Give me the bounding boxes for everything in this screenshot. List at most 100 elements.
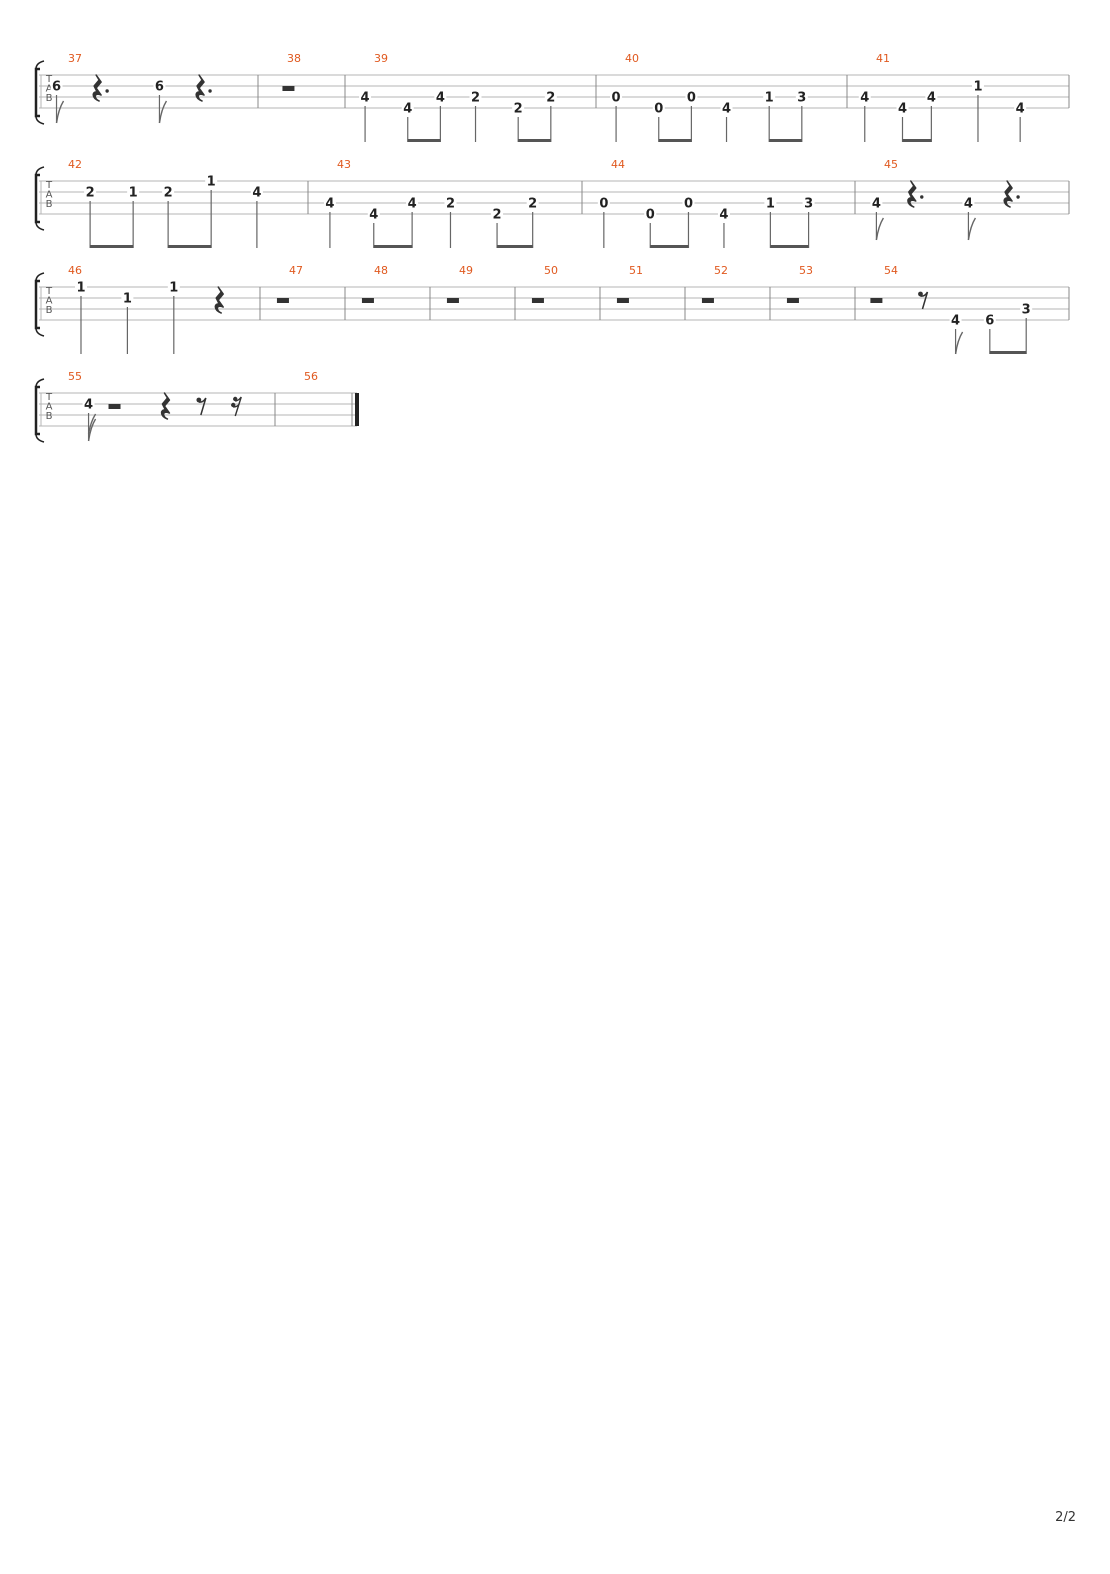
- fret-number: 0: [646, 208, 655, 223]
- measure-number: 46: [68, 264, 82, 277]
- fret-knockout: [153, 80, 166, 92]
- fret-knockout: [949, 314, 962, 326]
- fret-knockout: [167, 281, 180, 293]
- fret-number: 4: [951, 314, 960, 329]
- fret-number: 4: [403, 102, 412, 117]
- eighth-rest-head: [196, 397, 202, 403]
- fret-knockout: [858, 91, 871, 103]
- fret-number: 1: [129, 186, 138, 201]
- fret-knockout: [491, 208, 504, 220]
- fret-knockout: [1020, 303, 1033, 315]
- quarter-rest: [195, 74, 205, 102]
- fret-knockout: [401, 102, 414, 114]
- fret-number: 4: [436, 91, 445, 106]
- fret-knockout: [610, 91, 623, 103]
- measure-47: 47: [276, 264, 346, 320]
- note-flag: [55, 100, 65, 124]
- quarter-rest: [1003, 180, 1013, 208]
- fret-knockout: [795, 91, 808, 103]
- note-beam: [989, 351, 1027, 354]
- fret-knockout: [367, 208, 380, 220]
- note-beam: [769, 139, 802, 142]
- note-beam: [497, 245, 533, 248]
- fret-knockout: [250, 186, 263, 198]
- rest-dot: [1016, 195, 1020, 199]
- fret-knockout: [406, 197, 419, 209]
- fret-knockout: [685, 91, 698, 103]
- eighth-rest-stroke: [920, 291, 929, 310]
- quarter-rest: [92, 74, 102, 102]
- note-beam: [658, 139, 692, 142]
- half-rest: [108, 404, 121, 409]
- fret-number: 3: [804, 197, 813, 212]
- fret-knockout: [359, 91, 372, 103]
- measure-38: 38: [282, 52, 346, 108]
- tab-clef-letter: A: [46, 402, 53, 413]
- fret-number: 2: [164, 186, 173, 201]
- system-bracket: [34, 385, 40, 436]
- fret-knockout: [544, 91, 557, 103]
- measure-number: 38: [287, 52, 301, 65]
- fret-knockout: [896, 102, 909, 114]
- fret-knockout: [971, 80, 984, 92]
- fret-knockout: [925, 91, 938, 103]
- note-flag: [158, 100, 168, 124]
- page-number: 2/2: [1055, 1510, 1076, 1525]
- tab-clef-letter: T: [45, 392, 53, 403]
- fret-number: 2: [546, 91, 555, 106]
- fret-number: 0: [684, 197, 693, 212]
- eighth-rest-head: [918, 291, 923, 297]
- half-rest: [282, 86, 295, 91]
- note-beam: [518, 139, 551, 142]
- fret-knockout: [84, 186, 97, 198]
- note-flag: [954, 331, 964, 355]
- fret-number: 6: [155, 80, 164, 95]
- bracket-curl-top: [35, 166, 45, 176]
- fret-knockout: [121, 292, 134, 304]
- note-beam: [650, 245, 689, 248]
- fret-number: 4: [252, 186, 261, 201]
- measure-55: 554: [68, 370, 276, 442]
- fret-knockout: [444, 197, 457, 209]
- half-rest: [701, 298, 714, 303]
- fret-number: 6: [985, 314, 994, 329]
- fret-knockout: [764, 197, 777, 209]
- fret-number: 4: [722, 102, 731, 117]
- fret-knockout: [763, 91, 776, 103]
- fret-number: 1: [76, 281, 85, 296]
- note-beam: [407, 139, 441, 142]
- fret-number: 1: [973, 80, 982, 95]
- measure-48: 48: [361, 264, 431, 320]
- fret-number: 1: [207, 175, 216, 190]
- fret-number: 1: [123, 292, 132, 307]
- fret-knockout: [205, 175, 218, 187]
- fret-knockout: [127, 186, 140, 198]
- fret-knockout: [682, 197, 695, 209]
- note-flag: [967, 217, 977, 241]
- fret-number: 4: [872, 197, 881, 212]
- measure-number: 43: [337, 158, 351, 171]
- fret-knockout: [323, 197, 336, 209]
- bracket-curl-bottom: [35, 433, 45, 443]
- fret-knockout: [962, 197, 975, 209]
- measure-number: 48: [374, 264, 388, 277]
- sixteenth-rest-stroke: [233, 396, 242, 417]
- tab-clef-letter: B: [46, 305, 53, 316]
- quarter-rest: [214, 286, 224, 314]
- half-rest: [531, 298, 544, 303]
- fret-knockout: [469, 91, 482, 103]
- bracket-curl-top: [35, 272, 45, 282]
- fret-number: 2: [446, 197, 455, 212]
- half-rest: [361, 298, 374, 303]
- measure-number: 51: [629, 264, 643, 277]
- measure-50: 50: [531, 264, 601, 320]
